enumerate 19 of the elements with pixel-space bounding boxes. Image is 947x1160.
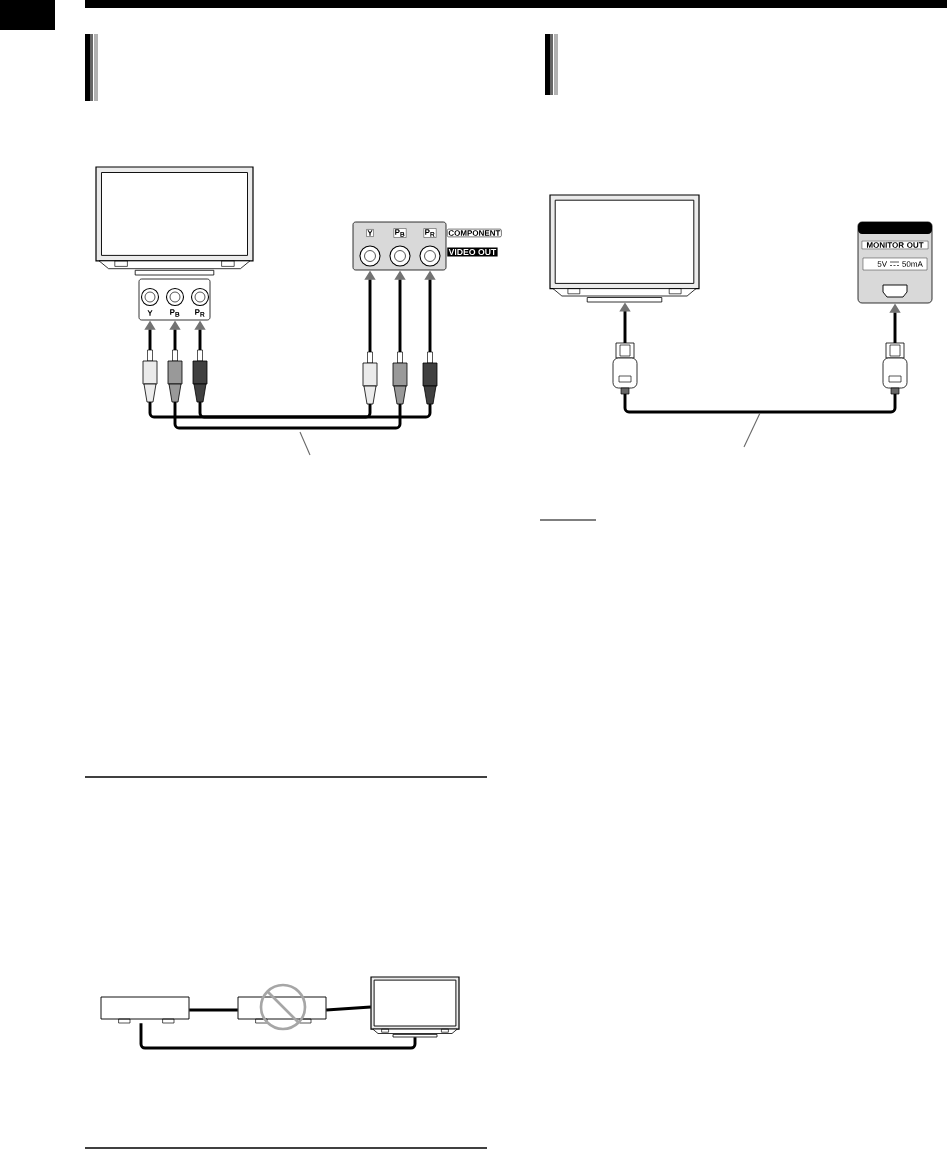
jack-label: COMPONENT: [447, 228, 502, 238]
jack-label: Y: [147, 310, 153, 316]
jack-label: Y: [366, 229, 374, 237]
tv-drawing: [549, 194, 700, 303]
jack-label: P$_{B}$: [393, 228, 407, 238]
jack-label: MONITOR OUT: [861, 240, 929, 250]
jack-label: VIDEO OUT: [447, 247, 498, 257]
jack-label: P$_{R}$: [423, 228, 437, 238]
device-box: [100, 996, 190, 1024]
tv-drawing: [370, 976, 460, 1038]
jack-panel: [138, 278, 211, 321]
jack-label: P$_{B}$: [170, 309, 180, 317]
jack-label: P$_{R}$: [195, 309, 205, 317]
rating-label: 5V: [877, 261, 888, 267]
rating-label: 50mA: [902, 261, 923, 267]
jack-panel: [352, 221, 502, 271]
hdmi-jack: [857, 221, 933, 304]
tv-drawing: [95, 166, 254, 276]
device-box: [237, 996, 327, 1024]
